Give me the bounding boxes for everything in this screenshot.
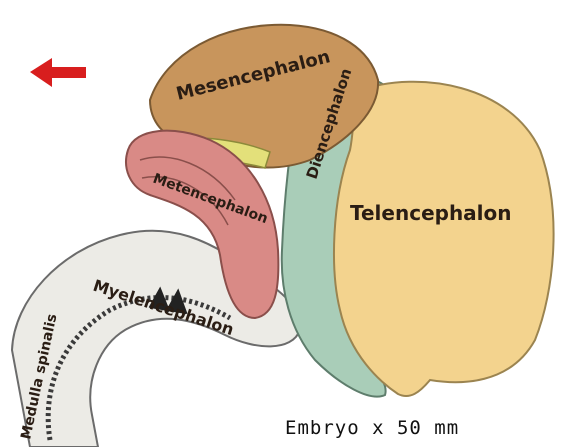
caption-text: Embryo x 50 mm — [285, 417, 459, 439]
telencephalon-region — [334, 82, 554, 396]
telencephalon-label: Telencephalon — [350, 201, 512, 225]
red-left-arrow-icon — [30, 58, 86, 87]
